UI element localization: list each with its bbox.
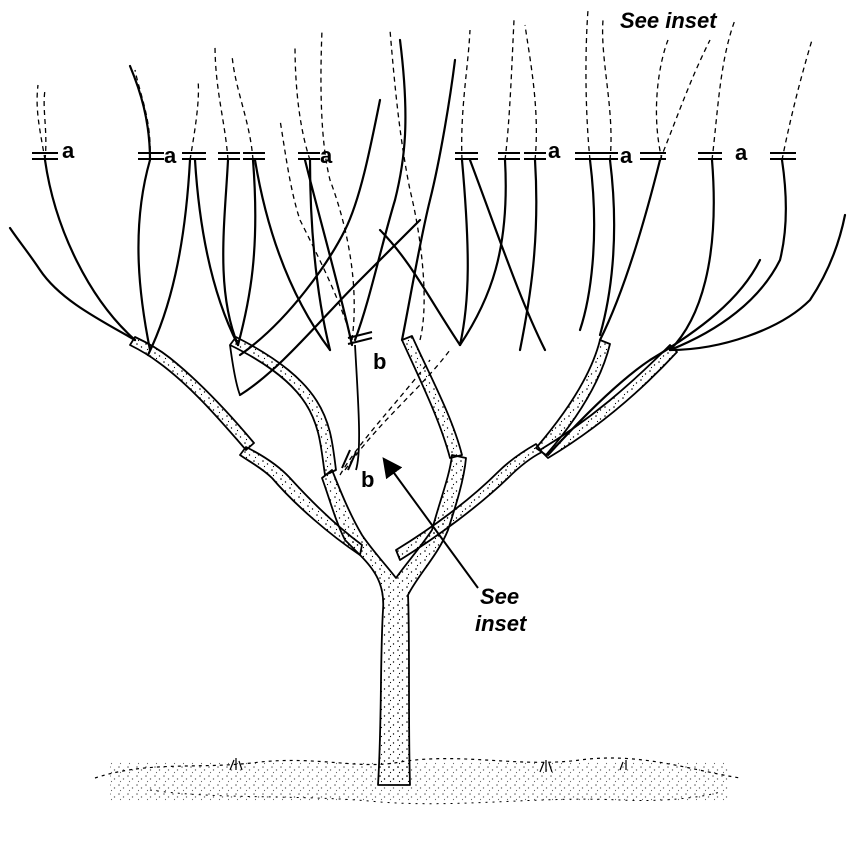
see-inset-arrow bbox=[386, 462, 478, 588]
trunk-and-scaffolds bbox=[130, 336, 677, 785]
label-a-5: a bbox=[620, 143, 633, 168]
label-b-1: b bbox=[373, 349, 386, 374]
label-b-2: b bbox=[361, 467, 374, 492]
cut-marks bbox=[32, 153, 796, 470]
see-inset-label-see: See bbox=[480, 584, 519, 609]
removed-growth-dashed bbox=[37, 10, 812, 475]
see-inset-label-top: See inset bbox=[620, 8, 718, 33]
label-a-6: a bbox=[735, 140, 748, 165]
label-a-1: a bbox=[62, 138, 75, 163]
see-inset-label-inset: inset bbox=[475, 611, 528, 636]
ground bbox=[95, 758, 740, 804]
label-a-2: a bbox=[164, 143, 177, 168]
label-a-3: a bbox=[320, 143, 333, 168]
label-a-4: a bbox=[548, 138, 561, 163]
